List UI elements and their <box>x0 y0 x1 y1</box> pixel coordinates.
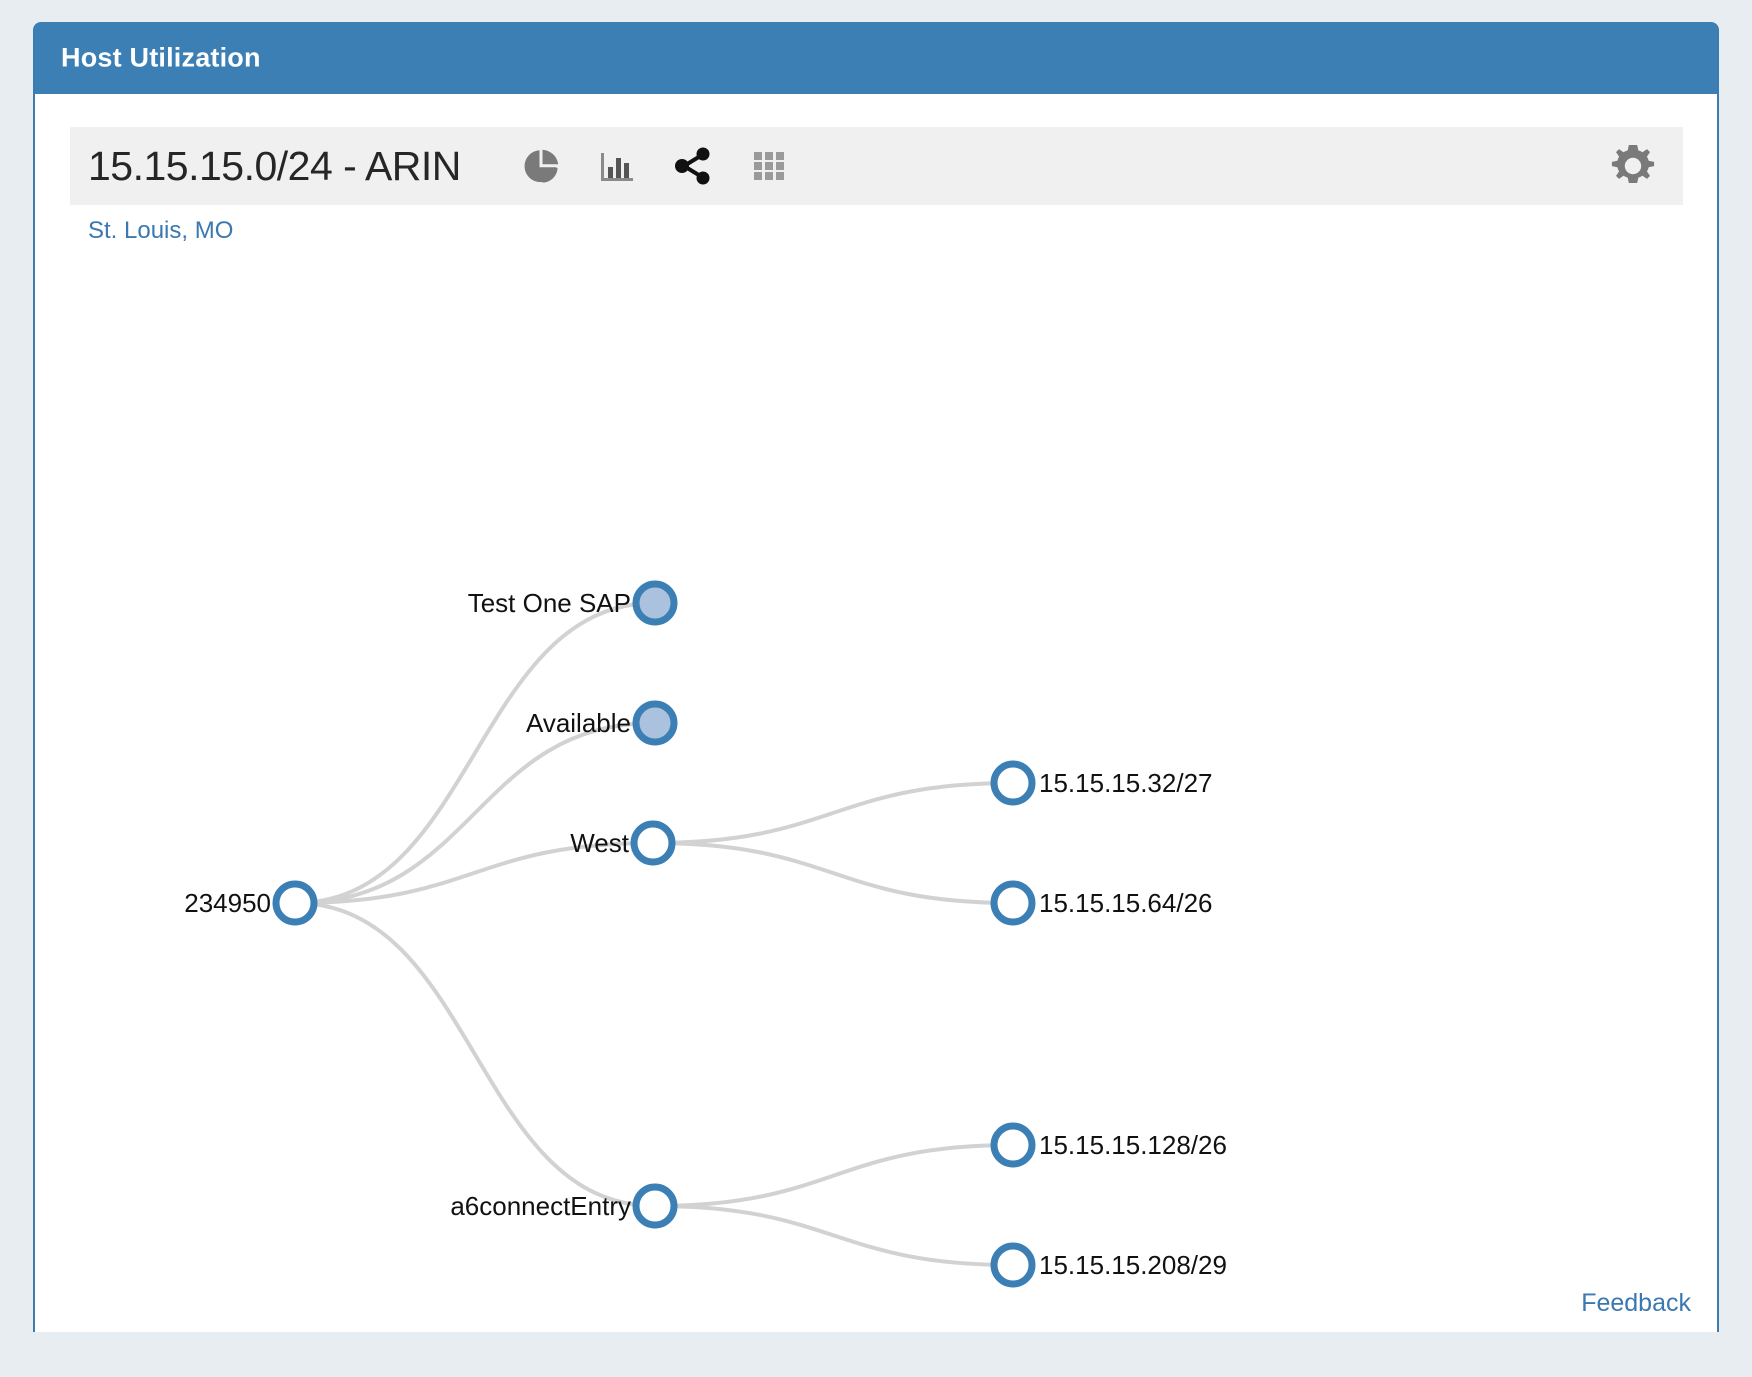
tree-node[interactable]: a6connectEntry <box>450 1183 678 1229</box>
tree-node[interactable]: Available <box>526 700 678 746</box>
tree-node-label: 15.15.15.64/26 <box>1039 888 1213 918</box>
gear-icon[interactable] <box>1607 140 1659 192</box>
host-utilization-widget: 15.15.15.0/24 - ARIN <box>70 127 1683 1332</box>
view-mode-toolbar <box>519 144 791 188</box>
tree-node[interactable]: Test One SAP <box>468 580 678 626</box>
panel-header: Host Utilization <box>35 22 1717 94</box>
tree-edge <box>652 841 1014 905</box>
widget-toolbar: 15.15.15.0/24 - ARIN <box>70 127 1683 205</box>
tree-node-label: Test One SAP <box>468 588 631 618</box>
tree-edge <box>294 901 656 1208</box>
tree-node-circle[interactable] <box>990 1122 1036 1168</box>
tree-edges <box>294 601 1014 1267</box>
tree-node-circle[interactable] <box>632 1183 678 1229</box>
grid-icon[interactable] <box>747 144 791 188</box>
tree-edge <box>294 841 654 905</box>
tree-node-label: West <box>570 828 630 858</box>
tree-node-circle[interactable] <box>632 580 678 626</box>
tree-node-circle[interactable] <box>632 700 678 746</box>
tree-node-circle[interactable] <box>272 880 318 926</box>
tree-node-circle[interactable] <box>990 1242 1036 1288</box>
tree-node[interactable]: 234950 <box>184 880 318 926</box>
share-network-icon[interactable] <box>671 144 715 188</box>
tree-node[interactable]: 15.15.15.32/27 <box>990 760 1213 806</box>
tree-node-label: a6connectEntry <box>450 1191 631 1221</box>
tree-edge <box>294 601 656 905</box>
tree-edge <box>654 1143 1014 1208</box>
tree-node[interactable]: West <box>570 820 676 866</box>
tree-node-label: 234950 <box>184 888 271 918</box>
tree-node-label: 15.15.15.32/27 <box>1039 768 1213 798</box>
tree-node[interactable]: 15.15.15.64/26 <box>990 880 1213 926</box>
tree-node-label: Available <box>526 708 631 738</box>
host-utilization-panel: Host Utilization 15.15.15.0/24 - ARIN <box>33 22 1719 1332</box>
bar-chart-icon[interactable] <box>595 144 639 188</box>
tree-node-circle[interactable] <box>630 820 676 866</box>
tree-edge <box>654 1204 1014 1267</box>
tree-node-label: 15.15.15.208/29 <box>1039 1250 1227 1280</box>
tree-edge <box>652 781 1014 845</box>
page-title: Host Utilization <box>61 42 261 73</box>
tree-node-circle[interactable] <box>990 760 1036 806</box>
panel-body: 15.15.15.0/24 - ARIN <box>35 94 1717 1332</box>
widget-title: 15.15.15.0/24 - ARIN <box>88 142 461 189</box>
tree-node[interactable]: 15.15.15.208/29 <box>990 1242 1227 1288</box>
widget-subtitle-location[interactable]: St. Louis, MO <box>88 217 234 244</box>
pie-chart-icon[interactable] <box>519 144 563 188</box>
tree-node-circle[interactable] <box>990 880 1036 926</box>
feedback-link[interactable]: Feedback <box>1581 1289 1691 1317</box>
tree-node[interactable]: 15.15.15.128/26 <box>990 1122 1227 1168</box>
tree-node-label: 15.15.15.128/26 <box>1039 1130 1227 1160</box>
tree-edge <box>294 721 656 905</box>
